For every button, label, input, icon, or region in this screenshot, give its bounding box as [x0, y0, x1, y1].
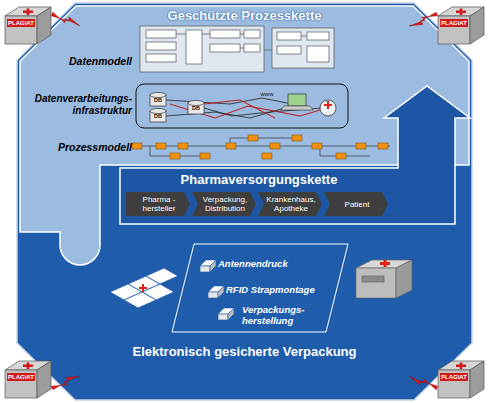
plagiat-tag: PLAGIAT [440, 19, 468, 27]
process-chain-region [20, 6, 469, 265]
infrastructure-sketch [136, 84, 348, 128]
lower-node: Elektronisch gesicherte Verpackung Antenn… [20, 232, 469, 398]
step-label: Antennendruck [218, 258, 328, 269]
plag-node: PLAGIAT [435, 2, 487, 46]
lightning-bolt [51, 376, 80, 390]
supply-band-arrow [120, 86, 470, 224]
chain-step-label: Verpackung, Distribution [200, 195, 250, 213]
lightning-bolt [409, 12, 438, 26]
plag-node: PLAGIAT [2, 2, 54, 46]
chev-node: Pharma - hersteller [126, 192, 190, 216]
band-node: PharmaversorgungskettePharma - herstelle… [120, 168, 398, 224]
octagon-frame [17, 3, 472, 400]
para-node: AntennendruckRFID StrapmontageVerpackung… [170, 242, 350, 334]
section-title: Geschützte Prozesskette [20, 8, 469, 23]
lightning-bolt [51, 12, 80, 26]
process-model-sketch [132, 135, 390, 159]
chev-node: Krankenhaus, Apotheke [258, 192, 322, 216]
unfolded-box [110, 268, 178, 308]
chev-node: Patient [324, 192, 388, 216]
layer-label: Datenmodell [20, 55, 132, 67]
data-model-sketch [140, 26, 334, 72]
icon-label: DB [150, 113, 166, 120]
chain-step-label: Patient [332, 200, 382, 209]
layer-label: Prozessmodell [20, 141, 132, 153]
chev-node: Verpackung, Distribution [192, 192, 256, 216]
lightning-bolt [409, 376, 438, 390]
icon-label: DB [188, 105, 204, 112]
step-label: Verpackungs- herstellung [242, 304, 314, 326]
section-title: Pharmaversorgungskette [120, 172, 398, 187]
layer-label: Datenverarbeitungs- infrastruktur [14, 93, 132, 116]
section-title: Elektronisch gesicherte Verpackung [20, 344, 469, 359]
icon-label: www [256, 91, 278, 99]
region-node: Geschützte Prozesskette [20, 5, 469, 27]
icon-label: DB [150, 97, 166, 104]
lightning-bolts [51, 12, 438, 390]
closed-package [356, 260, 412, 298]
step-label: RFID Strapmontage [226, 284, 336, 295]
chain-step-label: Pharma - hersteller [134, 195, 184, 213]
plagiat-tag: PLAGIAT [7, 19, 35, 27]
chain-step-label: Krankenhaus, Apotheke [266, 195, 316, 213]
plagiat-tag: PLAGIAT [440, 373, 468, 381]
plag-node: PLAGIAT [435, 356, 487, 400]
plagiat-tag: PLAGIAT [7, 373, 35, 381]
plag-node: PLAGIAT [2, 356, 54, 400]
